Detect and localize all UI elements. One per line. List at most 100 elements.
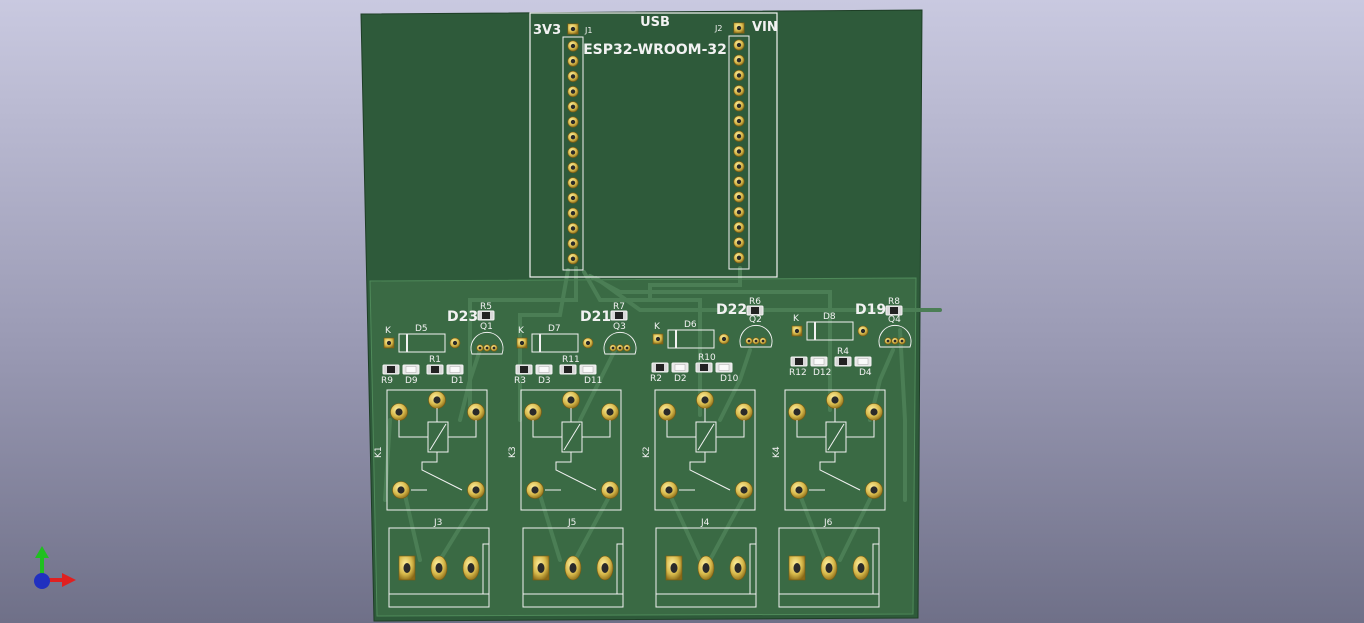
drill-hole — [386, 340, 392, 346]
led-small-b-label: D10 — [720, 374, 739, 384]
led-small-a-label: D3 — [538, 376, 551, 386]
resistor-a — [790, 356, 808, 367]
drill-hole — [625, 346, 629, 350]
drill-hole — [736, 164, 742, 169]
drill-hole — [831, 396, 839, 404]
drill-hole — [860, 328, 866, 334]
resistor-base — [746, 305, 764, 316]
led-small-b-label: D11 — [584, 376, 602, 386]
resistor-b — [426, 364, 444, 375]
drill-hole — [736, 210, 742, 215]
led-small-a-label: D12 — [813, 368, 831, 378]
led-small-a — [535, 364, 553, 375]
esp32-module-outline — [529, 12, 778, 278]
drill-hole — [606, 408, 614, 416]
drill-hole — [736, 240, 742, 245]
drill-hole — [736, 225, 742, 230]
drill-hole — [900, 339, 904, 343]
led-big-label: D23 — [447, 309, 478, 325]
transistor-outline — [603, 332, 637, 355]
drill-hole — [570, 135, 576, 140]
resistor-b-label: R4 — [837, 347, 849, 357]
transistor-outline — [739, 325, 773, 348]
transistor-label: Q1 — [480, 322, 493, 332]
x-axis-arrow-icon — [62, 573, 76, 587]
led-small-a-label: D2 — [674, 374, 687, 384]
drill-hole — [529, 408, 537, 416]
resistor-a — [651, 362, 669, 373]
drill-hole — [570, 43, 576, 49]
drill-hole — [585, 340, 591, 346]
drill-hole — [570, 150, 576, 155]
drill-hole — [472, 408, 480, 416]
drill-hole — [618, 346, 622, 350]
transistor-label: Q2 — [749, 315, 762, 325]
cathode-label: K — [793, 314, 800, 324]
relay-label: K1 — [374, 446, 384, 458]
flyback-diode-label: D8 — [823, 312, 836, 322]
drill-hole — [740, 408, 748, 416]
led-small-b-label: D1 — [451, 376, 464, 386]
terminal-block-label: J6 — [823, 518, 833, 528]
drill-hole — [747, 339, 751, 343]
resistor-a-label: R3 — [514, 376, 526, 386]
drill-hole — [736, 25, 742, 31]
drill-hole — [531, 486, 539, 494]
resistor-a-label: R2 — [650, 374, 662, 384]
drill-hole — [570, 226, 576, 231]
drill-hole — [701, 396, 709, 404]
flyback-diode-outline — [667, 329, 715, 349]
drill-hole — [606, 486, 614, 494]
transistor-outline — [470, 332, 504, 355]
z-axis-dot-icon — [34, 573, 50, 589]
drill-hole — [570, 104, 576, 109]
drill-hole — [570, 119, 576, 125]
led-small-b — [854, 356, 872, 367]
drill-hole — [570, 165, 576, 170]
drill-hole — [472, 486, 480, 494]
led-big-label: D21 — [580, 309, 611, 325]
led-small-b — [579, 364, 597, 375]
drill-hole — [663, 408, 671, 416]
resistor-base — [885, 305, 903, 316]
drill-hole — [570, 211, 576, 216]
drill-hole — [570, 241, 576, 246]
terminal-block-label: J5 — [567, 518, 576, 528]
drill-hole — [570, 256, 576, 261]
resistor-base — [610, 310, 628, 321]
transistor-label: Q3 — [613, 322, 626, 332]
resistor-b-label: R1 — [429, 355, 441, 365]
drill-hole — [870, 408, 878, 416]
flyback-diode-label: D5 — [415, 324, 428, 334]
flyback-diode-outline — [398, 333, 446, 353]
drill-hole — [485, 346, 489, 350]
relay-outline — [386, 389, 488, 511]
drill-hole — [736, 149, 742, 154]
flyback-diode-label: D6 — [684, 320, 697, 330]
resistor-base-label: R7 — [613, 302, 625, 312]
drill-hole — [793, 408, 801, 416]
header-left-ref: J1 — [584, 26, 592, 35]
drill-hole — [736, 88, 742, 93]
drill-hole — [886, 339, 890, 343]
resistor-a — [382, 364, 400, 375]
module-name-label: ESP32-WROOM-32 — [583, 42, 727, 58]
terminal-block-label: J4 — [700, 518, 710, 528]
drill-hole — [893, 339, 897, 343]
drill-hole — [736, 118, 742, 124]
drill-hole — [721, 336, 727, 342]
led-small-b-label: D4 — [859, 368, 872, 378]
drill-hole — [736, 194, 742, 200]
resistor-b-label: R11 — [562, 355, 580, 365]
drill-hole — [395, 408, 403, 416]
drill-hole — [736, 134, 742, 139]
axis-gizmo[interactable] — [34, 546, 76, 589]
led-small-a-label: D9 — [405, 376, 418, 386]
relay-label: K3 — [508, 446, 518, 458]
pins-right — [733, 22, 745, 264]
led-small-a — [810, 356, 828, 367]
